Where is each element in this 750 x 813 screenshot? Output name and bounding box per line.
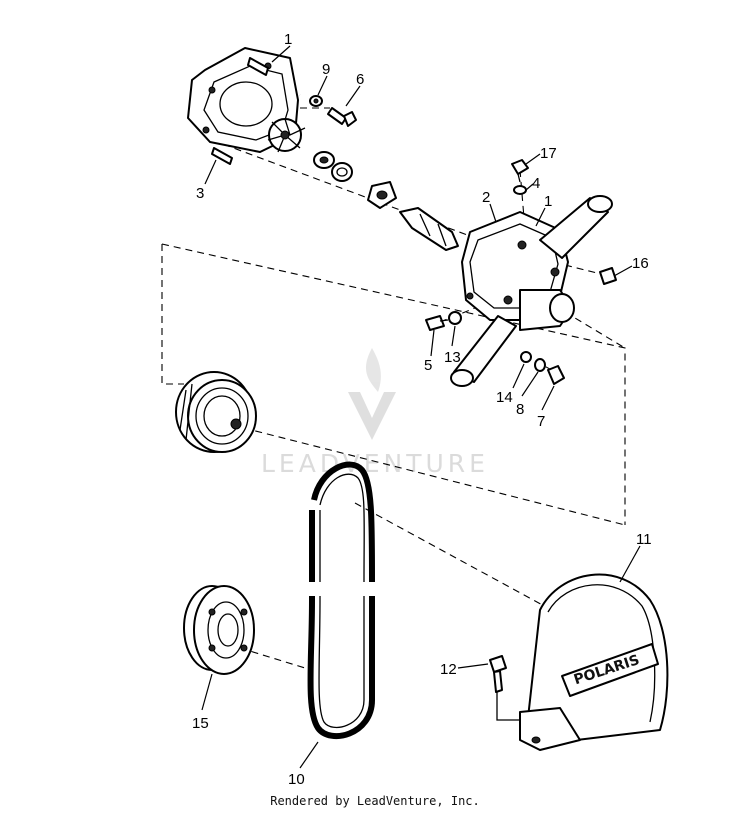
callout-15: 15 [192,715,209,732]
callout-1-upper: 1 [284,31,292,48]
water-pump-housing [450,195,613,387]
watermark-v-icon [348,392,396,440]
callout-3: 3 [196,185,204,202]
washer-9 [309,95,323,107]
bolt-5 [425,315,449,331]
bolt-6 [327,107,357,127]
washer-13 [448,311,462,325]
callout-13: 13 [444,349,461,366]
callout-10: 10 [288,771,305,788]
callout-8: 8 [516,401,524,418]
drive-belt [300,461,380,740]
impeller [267,118,306,153]
callout-7: 7 [537,413,545,430]
callout-6: 6 [356,71,364,88]
pump-pulley [175,371,257,453]
washer-14 [520,351,532,363]
lockwasher-8 [534,358,546,372]
watermark-text: LEADVENTURE [261,449,489,478]
belt-guard-cover: POLARIS [519,573,669,751]
callout-1-right: 1 [544,193,552,210]
rear-housing-assembly [187,47,306,165]
callout-5: 5 [424,357,432,374]
leader-lines [201,45,641,769]
footer-credit: Rendered by LeadVenture, Inc. [270,794,480,808]
callout-9: 9 [322,61,330,78]
callout-2: 2 [482,189,490,206]
callout-labels: 1 9 6 3 17 4 2 1 16 5 13 14 8 7 11 12 15… [192,31,652,788]
nut-7 [547,365,565,385]
shaft-seal-parts [313,151,459,251]
callout-12: 12 [440,661,457,678]
watermark: LEADVENTURE [261,348,489,478]
callout-11: 11 [636,531,652,548]
washer-4 [513,185,527,195]
bolt-17 [511,159,529,183]
callout-14: 14 [496,389,513,406]
callout-17: 17 [540,145,557,162]
nut-16 [599,267,617,285]
bolt-12 [489,655,507,693]
callout-4: 4 [532,175,540,192]
callout-16: 16 [632,255,649,272]
crank-pulley [183,585,255,675]
watermark-flame-icon [365,348,381,392]
